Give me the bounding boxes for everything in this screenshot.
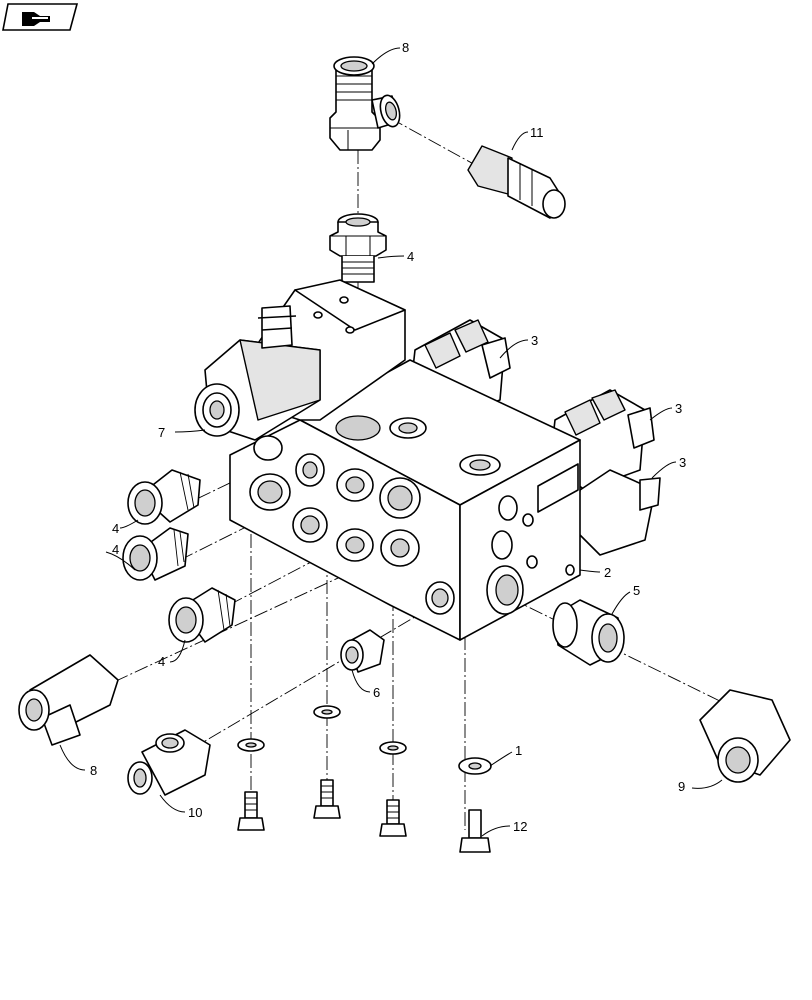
- callout-4-left-1: 4: [112, 521, 119, 536]
- view-arrow-icon[interactable]: [2, 3, 79, 31]
- elbow-fitting-right: [699, 689, 791, 783]
- callout-3-c: 3: [679, 455, 686, 470]
- adapter-fitting-left-3: [168, 587, 236, 643]
- solenoid-coil: [194, 305, 321, 441]
- callout-4-left-3: 4: [158, 654, 165, 669]
- callout-1: 1: [515, 743, 522, 758]
- callout-10: 10: [188, 805, 202, 820]
- adapter-fitting-right: [552, 599, 625, 666]
- callout-labels: 8 11 4 3 3 3 7 4 4 2 5 4 6 1 8 9 10 12: [90, 40, 686, 834]
- adapter-fitting-top: [329, 213, 387, 283]
- tee-fitting-lower: [127, 729, 211, 796]
- adapter-fitting-left-2: [122, 527, 189, 581]
- adapter-fitting-left-1: [127, 469, 201, 525]
- elbow-fitting-left: [18, 654, 119, 746]
- callout-6: 6: [373, 685, 380, 700]
- tee-fitting-top: [329, 56, 401, 151]
- callout-8-top: 8: [402, 40, 409, 55]
- callout-3-b: 3: [675, 401, 682, 416]
- washers: [237, 705, 492, 775]
- bolts: [237, 779, 491, 853]
- valve-block: [221, 279, 661, 641]
- callout-11: 11: [530, 125, 544, 140]
- callout-2: 2: [604, 565, 611, 580]
- callout-5: 5: [633, 583, 640, 598]
- pressure-sensor: [467, 145, 566, 219]
- callout-3-a: 3: [531, 333, 538, 348]
- small-fitting: [340, 629, 385, 673]
- callout-12: 12: [513, 819, 527, 834]
- callout-7: 7: [158, 425, 165, 440]
- leader-lines: [59, 47, 723, 837]
- callout-4-top: 4: [407, 249, 414, 264]
- callout-9: 9: [678, 779, 685, 794]
- callout-8-lower: 8: [90, 763, 97, 778]
- callout-4-left-2: 4: [112, 542, 119, 557]
